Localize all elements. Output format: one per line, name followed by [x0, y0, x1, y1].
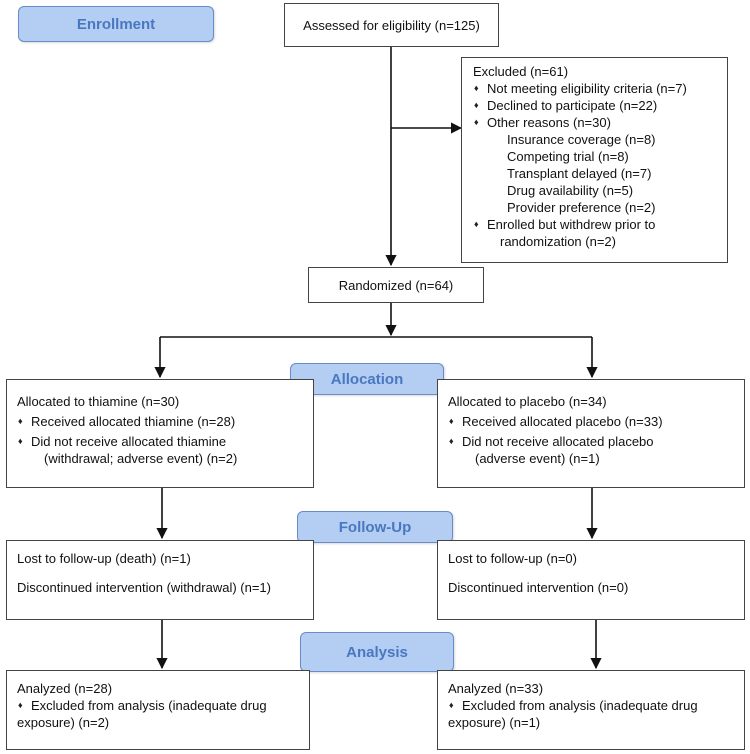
thiamine-not-received-cont: (withdrawal; adverse event) (n=2) [44, 451, 238, 466]
assessed-text: Assessed for eligibility (n=125) [303, 17, 480, 33]
placebo-not-received: Did not receive allocated placebo [448, 433, 744, 450]
stage-label-enrollment: Enrollment [18, 6, 214, 42]
thiamine-followup-box: Lost to follow-up (death) (n=1) Disconti… [6, 540, 314, 620]
placebo-alloc-title: Allocated to placebo (n=34) [448, 394, 607, 409]
other-reason-item: Competing trial (n=8) [507, 149, 629, 164]
placebo-not-received-cont: (adverse event) (n=1) [475, 451, 600, 466]
placebo-analysis-box: Analyzed (n=33) Excluded from analysis (… [437, 670, 745, 750]
thiamine-lost: Lost to follow-up (death) (n=1) [17, 551, 191, 566]
excluded-withdrew-cont: randomization (n=2) [500, 234, 616, 249]
placebo-received: Received allocated placebo (n=33) [448, 413, 744, 430]
placebo-discontinued: Discontinued intervention (n=0) [448, 580, 629, 595]
placebo-excluded-analysis: Excluded from analysis (inadequate drug [448, 697, 744, 714]
excluded-declined: Declined to participate (n=22) [473, 97, 727, 114]
assessed-box: Assessed for eligibility (n=125) [284, 3, 499, 47]
placebo-allocation-box: Allocated to placebo (n=34) Received all… [437, 379, 745, 488]
placebo-excluded-analysis-cont: exposure) (n=1) [448, 715, 541, 730]
stage-label-analysis: Analysis [300, 632, 454, 672]
other-reason-item: Drug availability (n=5) [507, 183, 634, 198]
excluded-withdrew: Enrolled but withdrew prior to [473, 216, 727, 233]
excluded-box: Excluded (n=61) Not meeting eligibility … [461, 57, 728, 263]
randomized-box: Randomized (n=64) [308, 267, 484, 303]
other-reason-item: Transplant delayed (n=7) [507, 166, 652, 181]
placebo-followup-box: Lost to follow-up (n=0) Discontinued int… [437, 540, 745, 620]
excluded-other: Other reasons (n=30) [473, 114, 727, 131]
randomized-text: Randomized (n=64) [338, 277, 454, 293]
other-reason-item: Insurance coverage (n=8) [507, 132, 656, 147]
thiamine-alloc-title: Allocated to thiamine (n=30) [17, 394, 180, 409]
thiamine-not-received: Did not receive allocated thiamine [17, 433, 313, 450]
placebo-lost: Lost to follow-up (n=0) [448, 551, 577, 566]
placebo-analyzed: Analyzed (n=33) [448, 681, 544, 696]
thiamine-analysis-box: Analyzed (n=28) Excluded from analysis (… [6, 670, 310, 750]
excluded-title: Excluded (n=61) [473, 64, 569, 79]
thiamine-analyzed: Analyzed (n=28) [17, 681, 113, 696]
stage-label-follow-up: Follow-Up [297, 511, 453, 543]
excluded-not-meeting: Not meeting eligibility criteria (n=7) [473, 80, 727, 97]
thiamine-excluded-analysis-cont: exposure) (n=2) [17, 715, 110, 730]
thiamine-received: Received allocated thiamine (n=28) [17, 413, 313, 430]
other-reason-item: Provider preference (n=2) [507, 200, 656, 215]
thiamine-excluded-analysis: Excluded from analysis (inadequate drug [17, 697, 309, 714]
thiamine-discontinued: Discontinued intervention (withdrawal) (… [17, 580, 271, 595]
thiamine-allocation-box: Allocated to thiamine (n=30) Received al… [6, 379, 314, 488]
